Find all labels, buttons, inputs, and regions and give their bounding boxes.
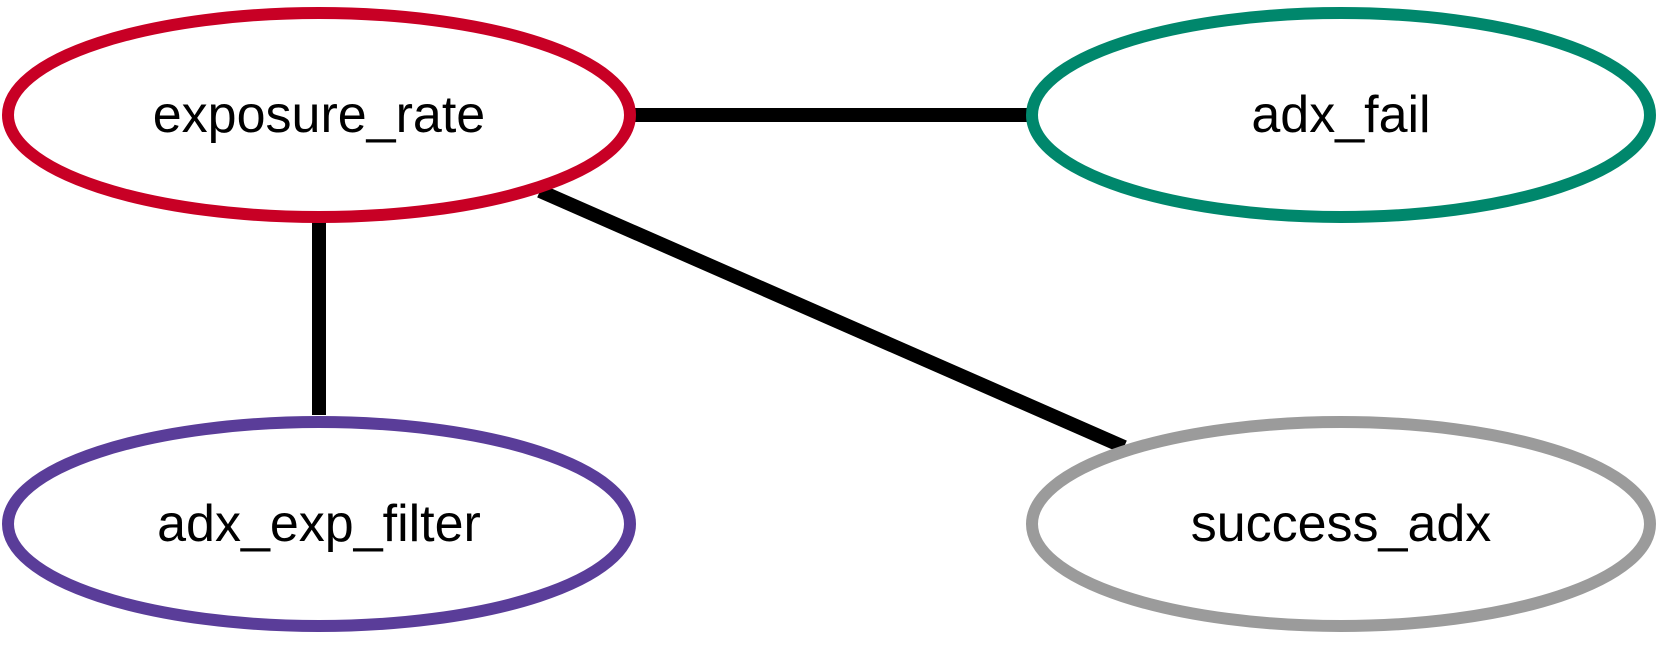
node-adx-exp-filter-shape <box>2 416 636 632</box>
node-success-adx[interactable]: success_adx <box>1026 416 1656 632</box>
node-success-adx-shape <box>1026 416 1656 632</box>
node-adx-exp-filter-label: adx_exp_filter <box>157 495 481 553</box>
node-adx-exp-filter[interactable]: adx_exp_filter <box>2 416 636 632</box>
node-success-adx-label: success_adx <box>1191 495 1492 553</box>
node-adx-fail-label: adx_fail <box>1251 86 1430 144</box>
node-exposure-rate[interactable]: exposure_rate <box>2 7 636 223</box>
node-exposure-rate-label: exposure_rate <box>153 86 485 144</box>
edges <box>312 108 1127 454</box>
edge-exposure-rate-success-adx <box>537 184 1127 454</box>
node-adx-fail[interactable]: adx_fail <box>1026 7 1656 223</box>
node-adx-fail-shape <box>1026 7 1656 223</box>
node-exposure-rate-shape <box>2 7 636 223</box>
